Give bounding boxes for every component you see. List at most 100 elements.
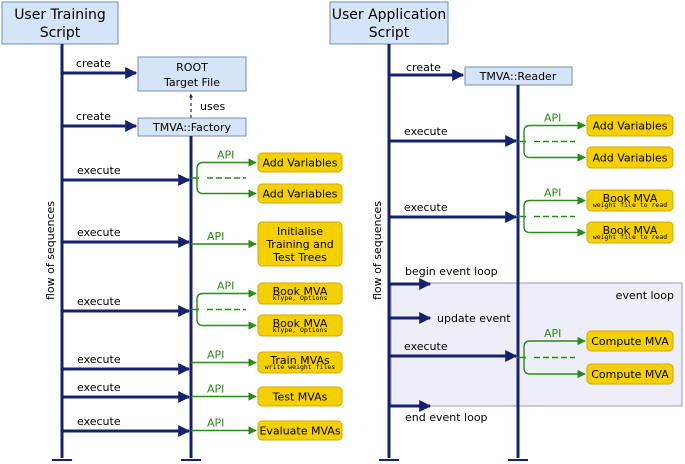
root-target-file-line2: Target File [163,76,220,89]
application-script-header-box [329,1,449,45]
method-box: Evaluate MVAs [257,420,343,441]
api-bracket [518,124,531,159]
api-label: API [217,149,234,162]
api-bracket [518,340,531,375]
api-bracket [191,161,204,195]
method-box: Add Variables [586,146,674,169]
method-box-title: Compute MVA [591,368,669,381]
method-box-title: Initialise [277,225,323,238]
training-script-section: User Training Script flow of sequences R… [1,1,247,461]
method-box: Compute MVA [586,363,674,385]
execute-label: execute [77,353,121,366]
method-box-bg [586,363,674,385]
right-step-3: execute API Compute MVA Compute MVA [389,327,674,385]
method-box-bg [586,330,674,352]
api-label: API [207,230,224,243]
method-box-subtitle: weight file to read [593,233,667,241]
method-box-bg [257,314,343,337]
execute-label: execute [404,201,448,214]
api-bracket [191,292,204,327]
method-box-title: Book MVA [603,224,658,237]
execute-label: execute [77,381,121,394]
method-box: Add Variables [257,183,343,204]
api-label: API [217,280,234,293]
update-event-label: update event [437,312,511,325]
execute-label: execute [77,164,121,177]
training-script-header-box [1,1,119,45]
method-box-bg [586,114,674,137]
application-script-section: event loop User Application Script flow … [329,1,683,461]
training-flow-label: flow of sequences [44,201,57,300]
root-target-file-box [137,56,247,92]
application-script-header-line1: User Application [332,7,447,23]
method-box-subtitle: kType, Options [273,294,328,302]
uses-label: uses [200,100,225,113]
api-label: API [544,327,561,340]
method-box-title: Book MVA [603,192,658,205]
method-box-title: Book MVA [273,285,328,298]
method-box-title: Test Trees [272,251,327,264]
training-script-header-line1: User Training [14,7,106,23]
create-root-label: create [76,57,111,70]
method-box-title: Train MVAs [269,354,330,367]
begin-loop-label: begin event loop [405,265,498,278]
execute-label: execute [77,295,121,308]
api-label: API [544,112,561,125]
method-box: Add Variables [257,152,343,173]
method-box-bg [257,386,343,407]
method-box-bg [586,146,674,169]
execute-label: execute [77,415,121,428]
method-box-title: Add Variables [592,152,667,165]
method-box: Add Variables [586,114,674,137]
execute-label: execute [404,125,448,138]
method-box-bg [257,183,343,204]
root-target-file-line1: ROOT [176,61,208,74]
end-loop-label: end event loop [405,411,488,424]
method-box-bg [257,420,343,441]
method-box-bg [586,189,674,212]
application-flow-label: flow of sequences [371,201,384,300]
method-box-bg [257,221,343,267]
method-box-title: Training and [265,238,334,251]
method-box-bg [257,152,343,173]
api-label: API [207,383,224,396]
method-box-title: Evaluate MVAs [259,425,340,438]
method-box-subtitle: kType, Options [273,326,328,334]
execute-label: execute [404,340,448,353]
method-box-title: Add Variables [262,188,337,201]
method-box-bg [257,351,343,374]
training-script-header-line2: Script [40,25,81,41]
method-box: Compute MVA [586,330,674,352]
api-bracket [518,199,531,234]
event-loop-label: event loop [616,289,674,302]
method-box-bg [586,221,674,244]
application-script-header-line2: Script [369,25,410,41]
tmva-reader-label: TMVA::Reader [479,70,557,83]
execute-label: execute [77,226,121,239]
method-box-title: Book MVA [273,317,328,330]
create-factory-label: create [76,110,111,123]
method-box-subtitle: weight file to read [593,201,667,209]
create-reader-label: create [406,61,441,74]
method-box-bg [257,282,343,305]
method-box-title: Add Variables [592,120,667,133]
method-box-title: Add Variables [262,157,337,170]
method-box-title: Test MVAs [272,391,328,404]
method-box-title: Compute MVA [591,335,669,348]
